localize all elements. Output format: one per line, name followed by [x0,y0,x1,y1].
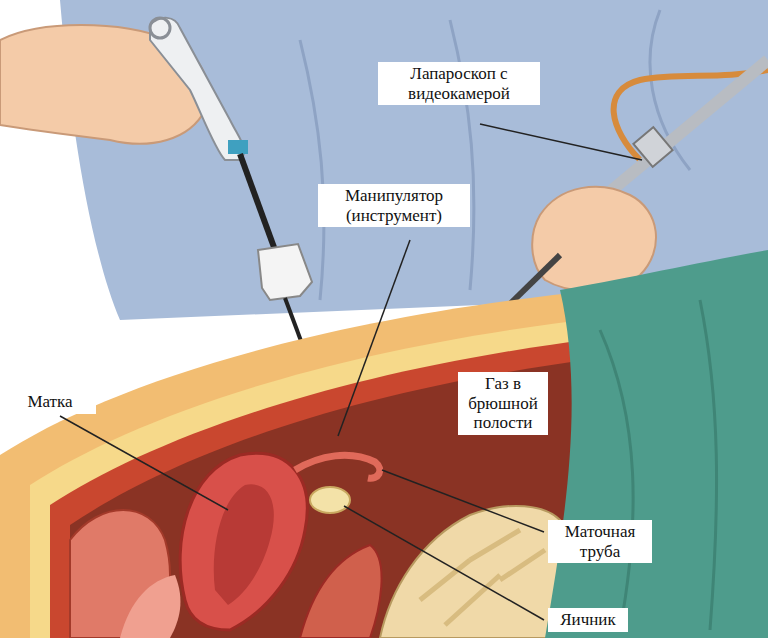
skin-layer [0,290,600,638]
part-label-box: Матка [4,390,96,414]
right-hand [532,187,656,291]
camera-head [633,127,672,167]
instrument-clip [228,140,248,154]
part-label: Лапароскоп с видеокамерой [384,64,534,103]
part-label: Маточная труба [554,522,646,561]
instrument-ring [150,18,170,38]
leader-line [338,240,410,436]
vagina-wall [120,575,180,638]
ovary [310,487,350,513]
part-label: Яичник [554,610,622,630]
trocar-port [258,244,312,300]
part-label: Газ в брюшной полости [464,374,542,433]
sacrum [380,506,560,638]
leader-line [382,470,544,532]
part-label-box: Лапароскоп с видеокамерой [378,62,540,105]
drape-fold [600,300,717,630]
instrument-handle [150,18,244,160]
uterus [180,453,307,630]
part-label-box: Манипулятор (инструмент) [318,184,470,227]
uterus-cavity [214,484,274,605]
fallopian-tube [295,455,380,478]
rectum [300,545,382,638]
part-label-box: Маточная труба [548,520,652,563]
muscle-layer [50,338,600,638]
part-label-box: Газ в брюшной полости [458,372,548,435]
fat-layer [30,318,600,638]
instrument-shaft [240,154,275,250]
surgical-drape [545,250,768,638]
laparoscope-body [600,60,768,200]
part-label: Манипулятор (инструмент) [324,186,464,225]
abdominal-cavity [70,358,600,638]
vertebra-line [420,530,545,625]
leader-line [344,506,544,620]
part-label-box: Яичник [548,608,628,632]
leader-line [60,416,228,510]
leader-line [480,124,642,160]
part-label: Матка [10,392,90,412]
